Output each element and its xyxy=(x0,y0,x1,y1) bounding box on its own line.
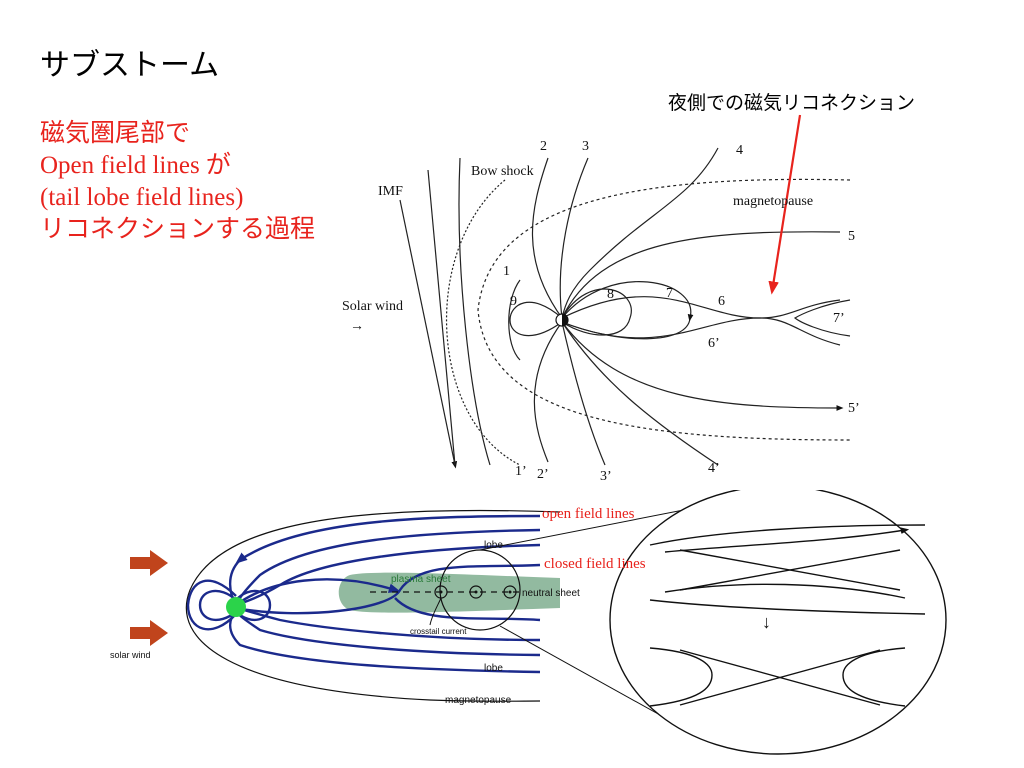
description-line: (tail lobe field lines) xyxy=(40,184,244,211)
neutral-sheet-label: neutral sheet xyxy=(522,588,580,599)
line-number: 4 xyxy=(736,143,743,158)
lobe-bottom-label: lobe xyxy=(484,663,503,674)
line-number: 5 xyxy=(848,229,855,244)
line-number: 3 xyxy=(582,139,589,154)
open-field-line xyxy=(235,543,541,607)
night-side-reconnection-label: 夜側での磁気リコネクション xyxy=(668,92,916,114)
dayside-loop xyxy=(235,589,272,622)
reconnected-line xyxy=(842,647,906,707)
line-number: 7 xyxy=(666,286,673,301)
magnetosphere-field-line-diagram: IMF Bow shock Solar wind → magnetopause … xyxy=(342,114,860,484)
slide-title: サブストーム xyxy=(40,48,220,83)
magnetopause-label: magnetopause xyxy=(445,695,512,706)
magnified-view xyxy=(609,490,947,755)
imf-field-line xyxy=(458,157,491,466)
field-line-6-prime xyxy=(561,317,841,346)
field-line-bottom xyxy=(664,583,906,599)
field-line-8 xyxy=(561,288,632,336)
field-line-bottom xyxy=(649,599,926,615)
line-number: 2’ xyxy=(537,467,549,482)
open-field-line xyxy=(235,606,541,642)
solar-wind-label: Solar wind xyxy=(342,299,403,314)
field-line-5 xyxy=(561,231,841,319)
plasma-sheet-label: plasma sheet xyxy=(391,574,451,585)
crossing-line xyxy=(679,549,901,591)
description-line: 磁気圏尾部で xyxy=(40,120,191,147)
field-line-3-prime xyxy=(561,321,606,466)
description-text: 磁気圏尾部で Open field lines が (tail lobe fie… xyxy=(40,118,315,246)
line-number: 3’ xyxy=(600,469,612,484)
closed-field-lines-annotation: closed field lines xyxy=(544,556,646,572)
description-line: リコネクションする過程 xyxy=(40,216,316,243)
field-line-7 xyxy=(561,281,694,340)
line-number: 8 xyxy=(607,287,614,302)
field-line-1 xyxy=(508,279,521,361)
zoom-connector xyxy=(499,625,661,716)
crosstail-current-label: crosstail current xyxy=(410,627,467,636)
open-field-line xyxy=(228,609,541,674)
crosstail-current-pointer xyxy=(429,597,442,626)
bow-shock-line xyxy=(445,179,521,466)
field-line-3 xyxy=(559,157,589,319)
description-line: Open field lines が xyxy=(40,152,231,179)
line-number: 7’ xyxy=(833,311,845,326)
line-number: 4’ xyxy=(708,461,720,476)
magnetopause-outline xyxy=(185,509,561,702)
closed-field-line xyxy=(394,597,541,622)
closed-field-line xyxy=(235,578,401,606)
field-line-2 xyxy=(531,157,565,321)
lobe-top-label: lobe xyxy=(484,540,503,551)
field-line-top xyxy=(649,524,926,546)
line-number: 1 xyxy=(503,264,510,279)
line-number: 6’ xyxy=(708,336,720,351)
field-line-top xyxy=(664,527,910,553)
dayside-loop xyxy=(186,579,237,631)
solar-wind-arrow-icon xyxy=(130,620,168,646)
imf-field-line xyxy=(427,169,456,466)
reconnection-pointer-arrow xyxy=(768,114,802,295)
reconnected-line xyxy=(649,647,713,707)
line-number: 2 xyxy=(540,139,547,154)
crossing-line xyxy=(679,649,881,706)
current-out-icon xyxy=(503,585,517,599)
line-number: 9 xyxy=(510,294,517,309)
earth-night-half xyxy=(562,314,568,326)
open-field-lines-annotation: open field lines xyxy=(542,506,635,522)
field-line-9 xyxy=(509,301,563,337)
field-line-6 xyxy=(561,296,841,319)
magnetopause-label: magnetopause xyxy=(733,194,813,209)
field-line-5-prime xyxy=(561,321,844,411)
field-line-2-prime xyxy=(533,321,563,463)
open-field-line xyxy=(228,514,541,606)
earth-icon xyxy=(226,597,246,617)
solar-wind-arrow-icon xyxy=(130,550,168,576)
plasma-sheet-region xyxy=(338,572,560,613)
current-out-icon xyxy=(469,585,483,599)
field-line-4 xyxy=(561,147,719,319)
solar-wind-label: solar wind xyxy=(110,650,151,660)
imf-label: IMF xyxy=(378,184,403,199)
imf-field-line xyxy=(399,199,458,469)
line-number: 6 xyxy=(718,294,725,309)
line-number: 5’ xyxy=(848,401,860,416)
field-line-4-prime xyxy=(561,321,719,466)
zoom-arrow-icon: ↓ xyxy=(762,612,771,632)
solar-wind-arrows xyxy=(130,550,168,646)
field-line-7-prime xyxy=(793,299,851,337)
dayside-loop xyxy=(198,589,237,622)
plasma-sheet-reconnection-diagram: ↓ lobe lobe plasma sheet neutral sheet c… xyxy=(110,490,947,755)
bow-shock-label: Bow shock xyxy=(471,164,534,179)
solar-wind-arrow: → xyxy=(350,319,364,334)
line-number: 1’ xyxy=(515,464,527,479)
